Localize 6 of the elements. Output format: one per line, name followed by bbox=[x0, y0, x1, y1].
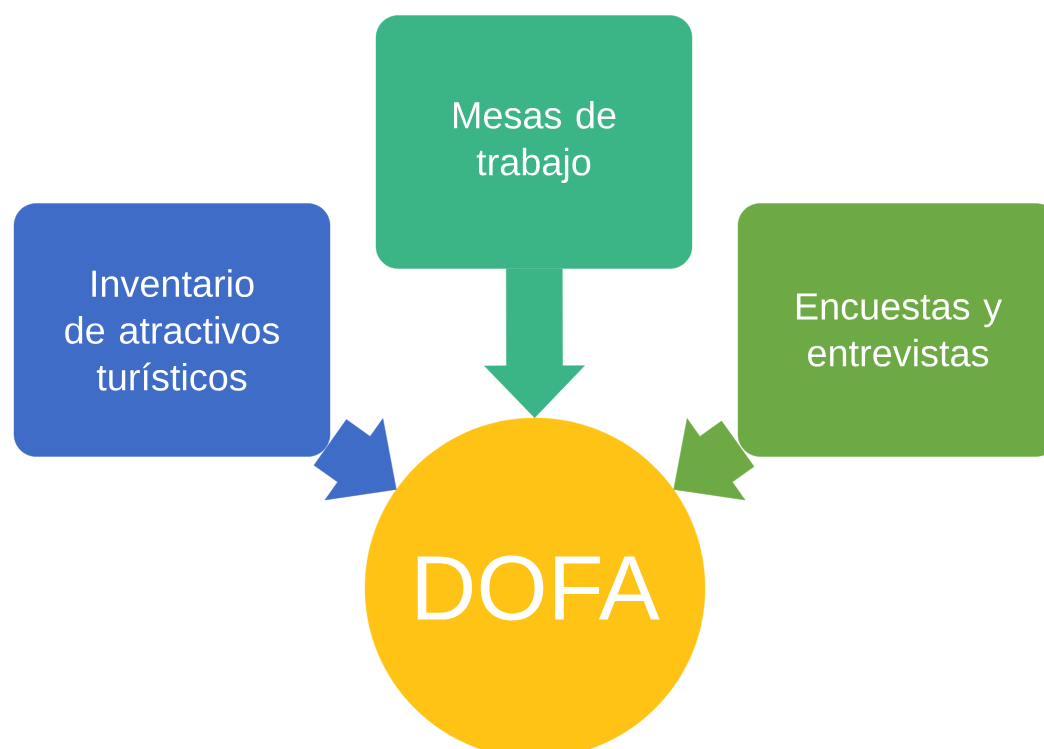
block-arrow bbox=[313, 418, 397, 501]
process-box: Mesas de trabajo bbox=[375, 15, 693, 269]
process-box: Inventario de atractivos turísticos bbox=[13, 203, 331, 457]
process-box: Encuestas y entrevistas bbox=[737, 203, 1044, 457]
block-arrow bbox=[484, 268, 585, 419]
block-arrow bbox=[673, 418, 755, 501]
